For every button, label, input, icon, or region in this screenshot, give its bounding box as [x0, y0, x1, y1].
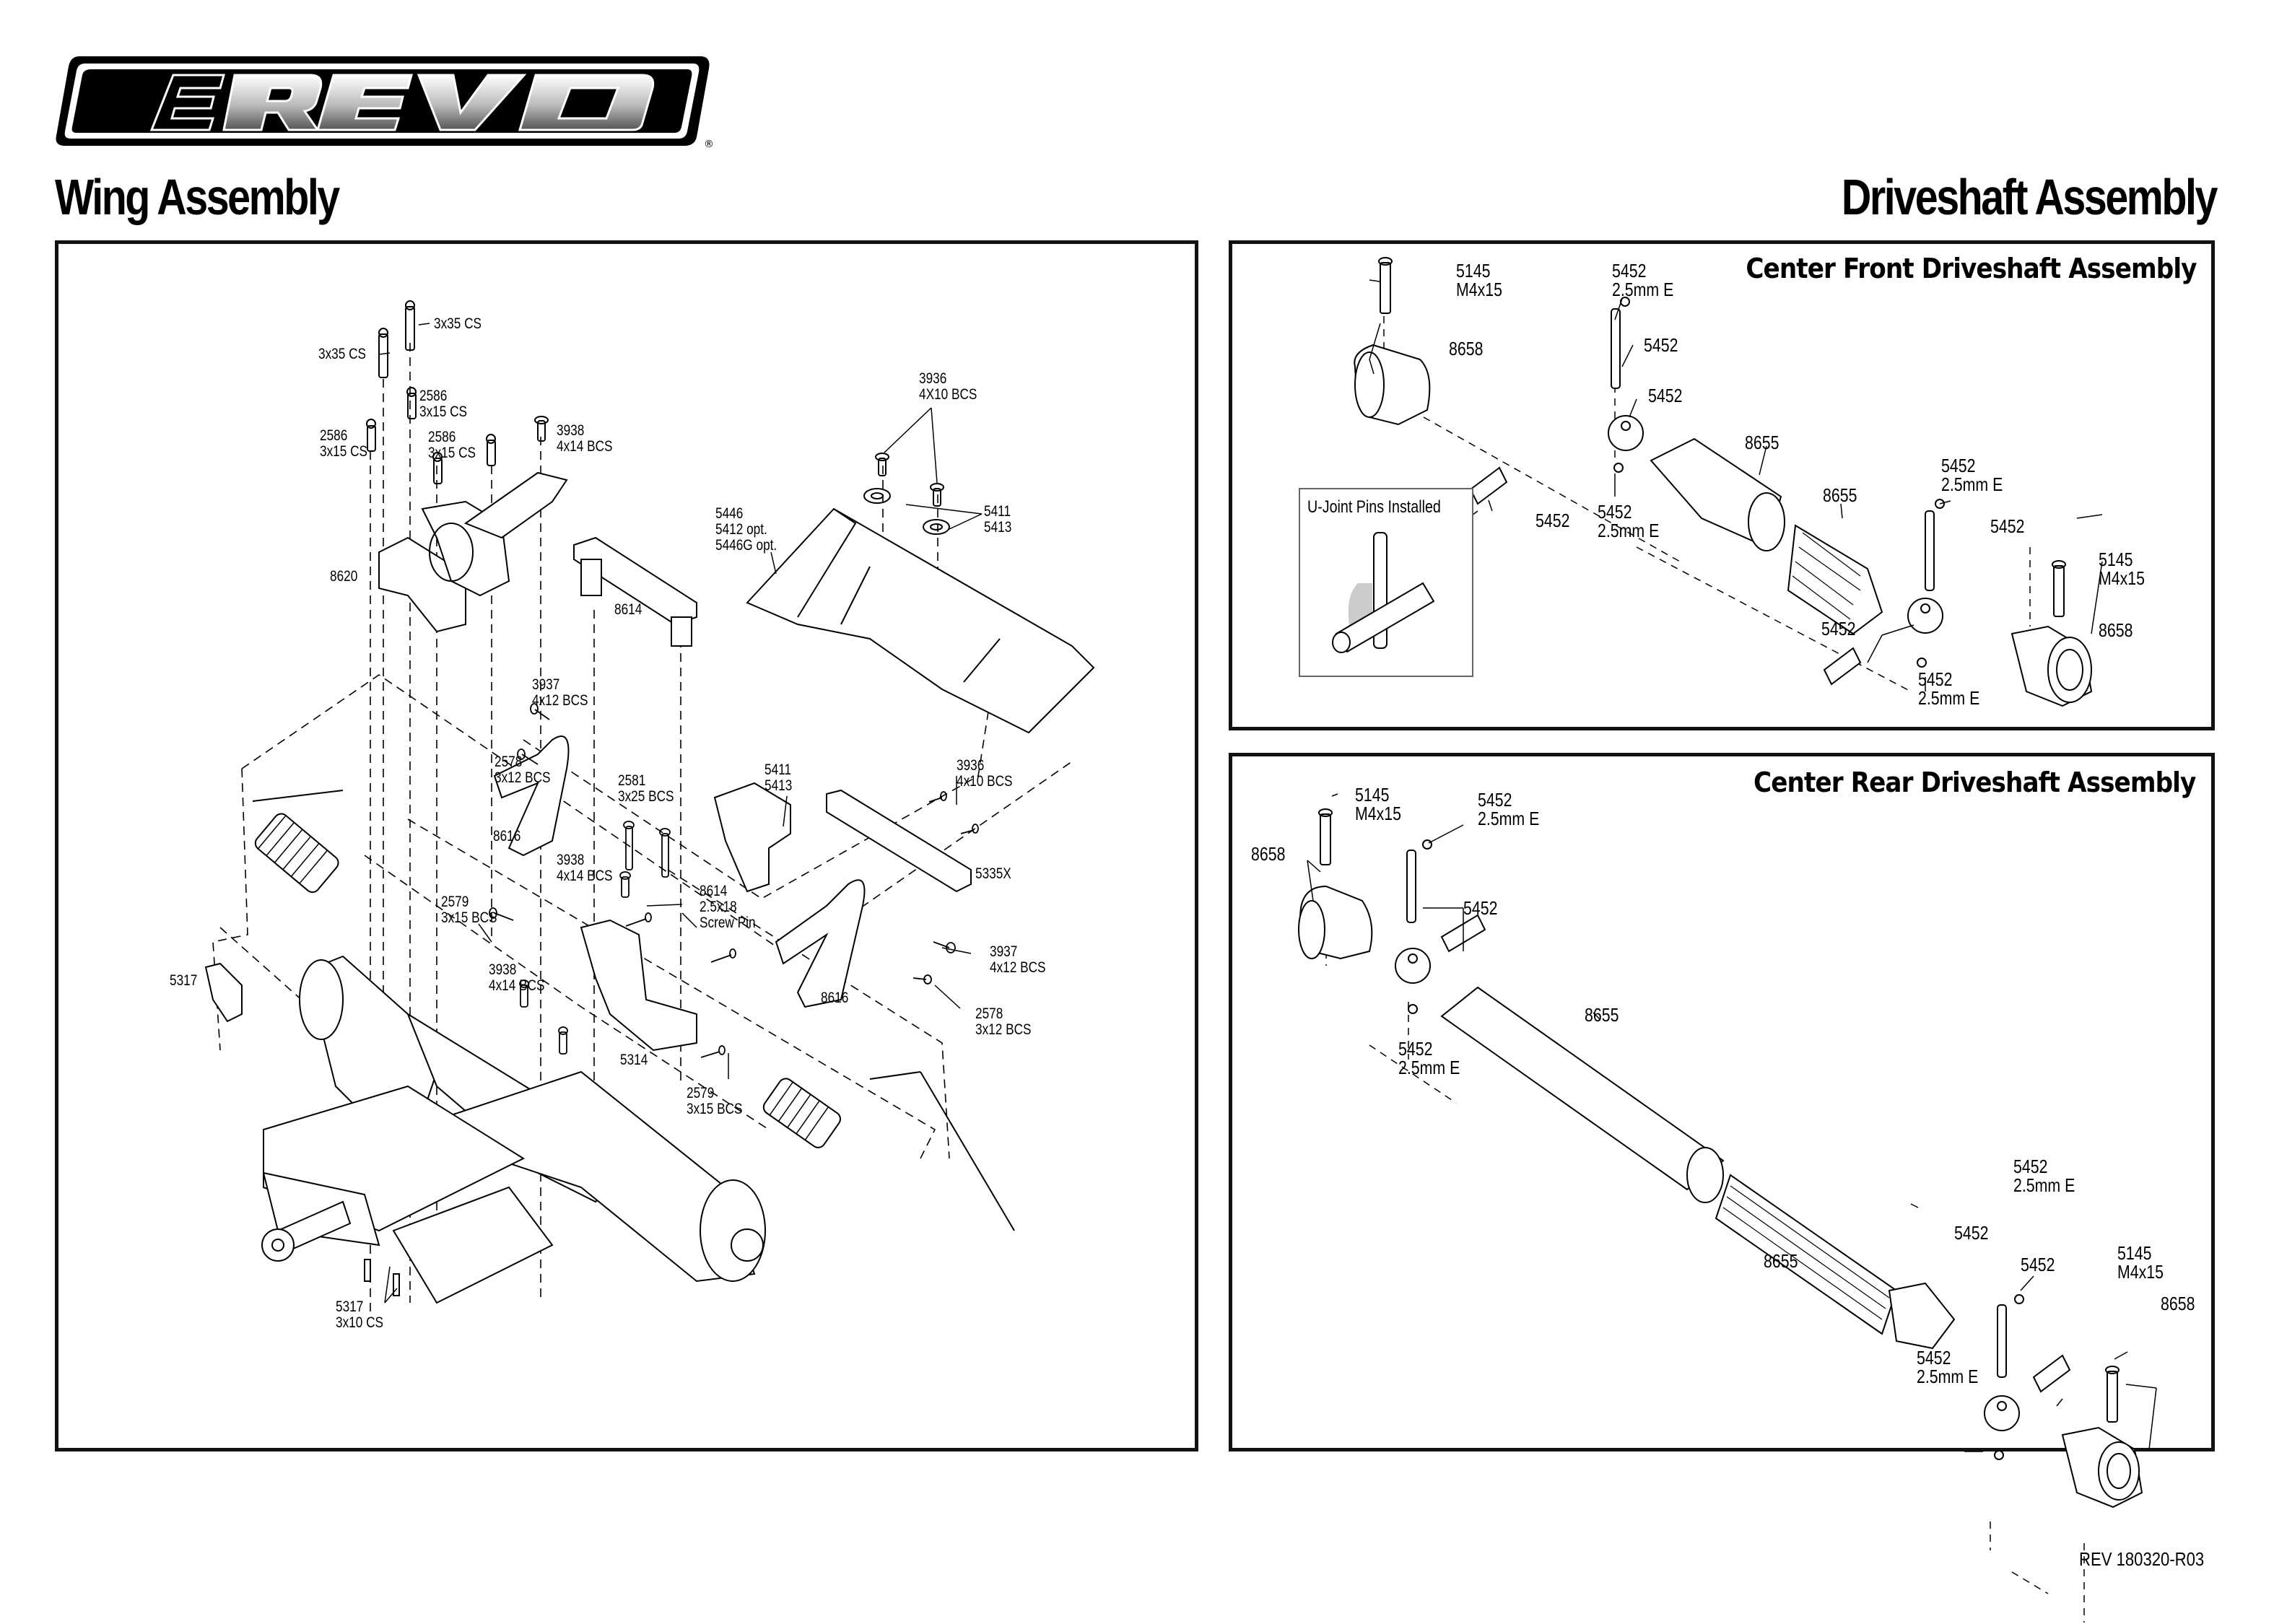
- callout-label: 5335X: [975, 865, 1011, 882]
- callout-label: 3936 4x10 BCS: [957, 757, 1013, 790]
- wing-assembly-title: Wing Assembly: [55, 169, 340, 225]
- callout-label: 3937 4x12 BCS: [990, 943, 1046, 976]
- callout-label: 5452 2.5mm E: [1917, 1347, 1979, 1387]
- callout-label: 5145 M4x15: [2099, 549, 2145, 589]
- callout-label: 2586 3x15 CS: [428, 429, 476, 461]
- driveshaft-assembly-title: Driveshaft Assembly: [1842, 169, 2218, 225]
- callout-label: 5452: [2021, 1254, 2055, 1275]
- callout-label: 8614: [614, 601, 642, 618]
- callout-label: 5317: [170, 972, 198, 989]
- callout-label: 5411 5413: [764, 761, 793, 794]
- callout-label: 5452 2.5mm E: [1612, 260, 1674, 300]
- callout-label: 8658: [2099, 619, 2133, 641]
- callout-label: 5452 2.5mm E: [1398, 1038, 1460, 1078]
- callout-label: 8655: [1585, 1004, 1619, 1026]
- callout-label: 2581 3x25 BCS: [618, 772, 674, 805]
- callout-label: 5452: [1954, 1222, 1989, 1244]
- callout-label: 5317 3x10 CS: [336, 1298, 384, 1331]
- callout-label: 3x35 CS: [434, 315, 482, 332]
- u-joint-pin-illustration: [1332, 532, 1435, 653]
- front-driveshaft-drawing: [1354, 257, 2103, 707]
- registered-mark: ®: [704, 139, 714, 150]
- callout-label: 5452 2.5mm E: [1941, 455, 2003, 495]
- wing-exploded-drawing: [204, 300, 1095, 1317]
- callout-label: 8620: [330, 568, 358, 585]
- callout-label: 5452: [1648, 385, 1683, 406]
- callout-label: 2586 3x15 CS: [320, 427, 368, 460]
- logo-graphic: ®: [56, 56, 714, 150]
- callout-label: 5452 2.5mm E: [1478, 789, 1540, 829]
- callout-label: 5145 M4x15: [1456, 260, 1502, 300]
- callout-label: 8616: [493, 828, 521, 844]
- center-rear-driveshaft-panel: Center Rear Driveshaft Assembly: [1229, 753, 2215, 1623]
- callout-label: 8658: [2161, 1293, 2195, 1314]
- wing-assembly-panel: 3x35 CS 3x35 CS 2586 3x15 CS 2586 3x15 C…: [55, 240, 1198, 1451]
- callout-label: 2579 3x15 BCS: [441, 894, 497, 926]
- center-front-driveshaft-panel: Center Front Driveshaft Assembly: [1229, 240, 2215, 730]
- center-front-title: Center Front Driveshaft Assembly: [1746, 253, 2197, 284]
- callout-label: 5452: [1644, 334, 1678, 356]
- callout-label: 8658: [1449, 338, 1484, 359]
- callout-label: 5452 2.5mm E: [1918, 668, 1980, 709]
- rear-driveshaft-drawing: [1298, 793, 2157, 1623]
- callout-label: 5446 5412 opt. 5446G opt.: [715, 505, 777, 554]
- callout-label: 2579 3x15 BCS: [687, 1085, 743, 1117]
- callout-label: 8614 2.5x18 Screw Pin: [700, 883, 756, 931]
- u-joint-pins-installed-inset: U-Joint Pins Installed: [1299, 488, 1473, 677]
- callout-label: 8655: [1764, 1250, 1798, 1272]
- callout-label: 5452: [1990, 515, 2025, 537]
- callout-label: 5452: [1821, 618, 1856, 639]
- center-rear-title: Center Rear Driveshaft Assembly: [1753, 767, 2196, 798]
- callout-label: 8655: [1823, 484, 1857, 506]
- callout-label: 8616: [821, 990, 849, 1006]
- callout-label: 5145 M4x15: [2117, 1242, 2164, 1283]
- callout-label: 3x35 CS: [318, 346, 367, 362]
- callout-label: 8655: [1745, 432, 1779, 453]
- callout-label: 2578 3x12 BCS: [495, 754, 551, 786]
- callout-label: 3938 4x14 BCS: [557, 852, 613, 884]
- callout-label: 2586 3x15 CS: [419, 388, 468, 420]
- callout-label: 5452 2.5mm E: [2013, 1156, 2075, 1196]
- revision-code: REV 180320-R03: [2079, 1548, 2205, 1570]
- callout-label: 5452: [1535, 510, 1570, 531]
- callout-label: 8658: [1251, 843, 1286, 865]
- erevo-logo: ®: [51, 51, 715, 152]
- callout-label: 3938 4x14 BCS: [557, 422, 613, 455]
- callout-label: 5411 5413: [984, 503, 1012, 536]
- inset-title: U-Joint Pins Installed: [1307, 497, 1441, 517]
- callout-label: 3938 4x14 BCS: [489, 961, 545, 994]
- callout-label: 5314: [620, 1052, 648, 1068]
- callout-label: 5145 M4x15: [1355, 784, 1401, 824]
- callout-label: 5452: [1463, 897, 1498, 919]
- callout-label: 2578 3x12 BCS: [975, 1005, 1032, 1038]
- callout-label: 3937 4x12 BCS: [532, 676, 588, 709]
- callout-label: 5452 2.5mm E: [1598, 501, 1660, 541]
- callout-label: 3936 4X10 BCS: [919, 370, 977, 403]
